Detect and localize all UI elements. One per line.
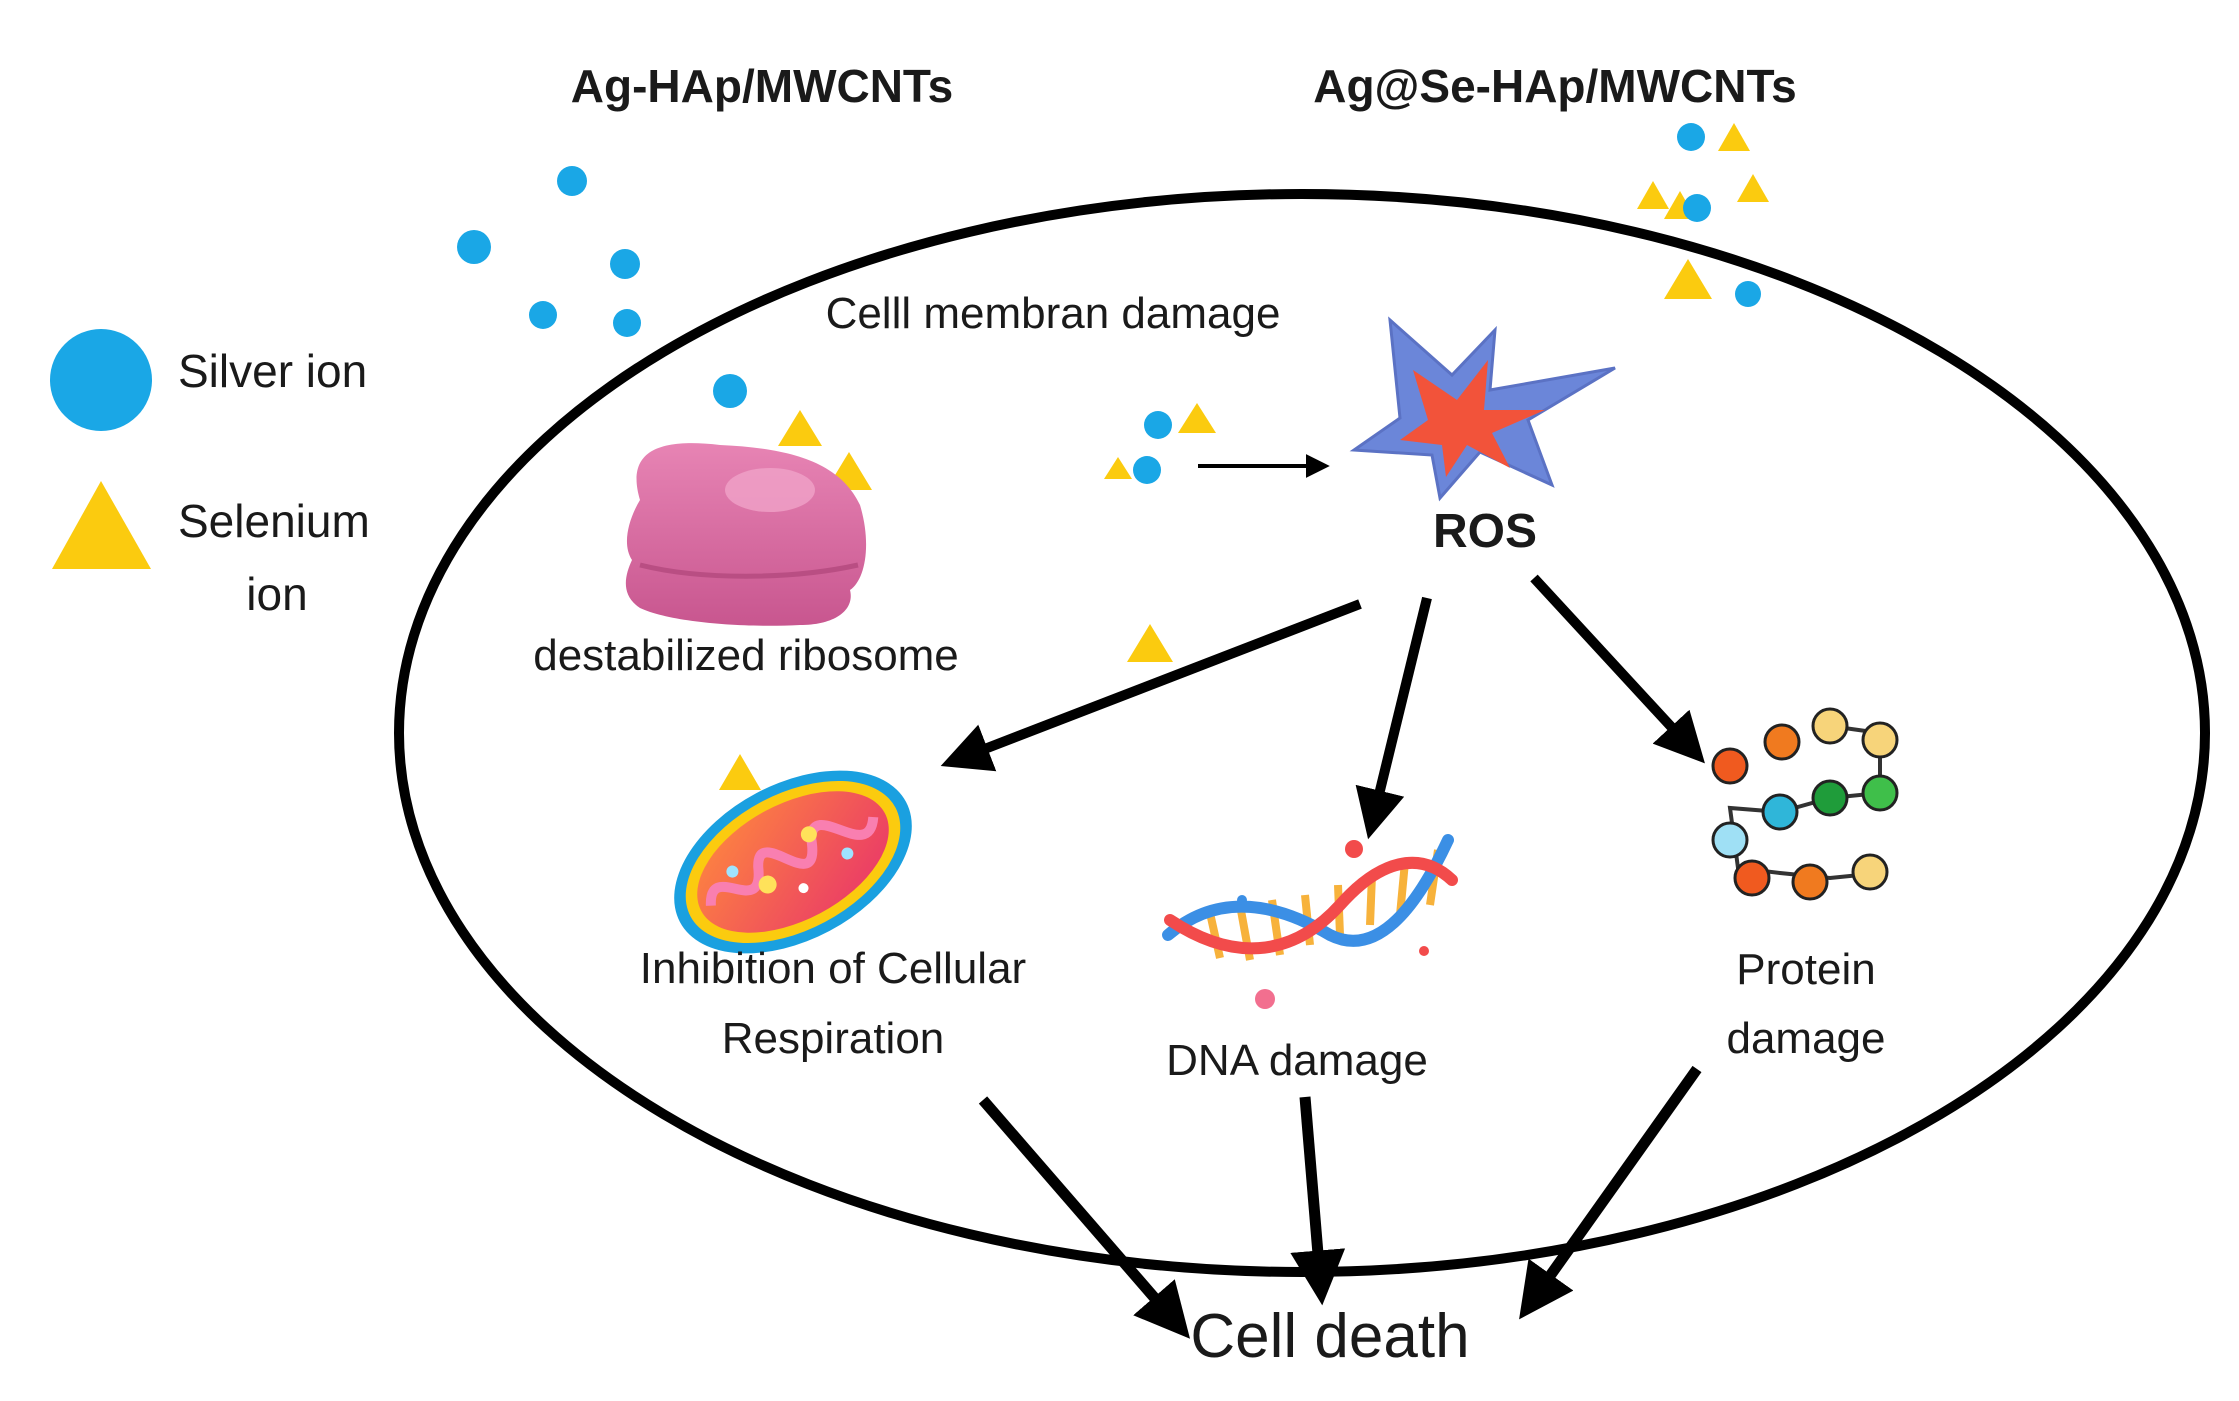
left-title: Ag-HAp/MWCNTs: [571, 60, 953, 112]
selenium-ion-icon: [778, 410, 822, 446]
selenium-ion-icon: [1178, 403, 1216, 433]
ros-burst-icon: [1349, 316, 1616, 502]
legend-silver-ion-icon: [50, 329, 152, 431]
protein-chain-icon: [1711, 707, 1899, 901]
membrane-damage-label: Celll membran damage: [826, 289, 1281, 338]
legend-selenium-ion-icon: [52, 481, 151, 569]
mito-label-line1: Inhibition of Cellular: [640, 944, 1026, 993]
mito-label-line2: Respiration: [722, 1014, 945, 1063]
selenium-ion-icon: [1637, 181, 1669, 209]
mitochondrion-icon: [674, 770, 912, 954]
selenium-ion-icon: [1664, 259, 1712, 299]
selenium-ion-icon: [1737, 174, 1769, 202]
legend: Silver ion Selenium ion: [50, 329, 370, 620]
legend-silver-label: Silver ion: [178, 345, 367, 397]
silver-ion-icon: [1144, 411, 1172, 439]
ros-to-mito-arrow: [940, 599, 1362, 772]
silver-ion-icon: [1133, 456, 1161, 484]
protein-to-death-arrow: [1519, 1065, 1702, 1320]
ros-to-dna-arrow: [1355, 596, 1432, 840]
silver-ion-icon: [457, 230, 491, 264]
silver-ions-left: [457, 166, 641, 337]
silver-ion-icon: [1677, 123, 1705, 151]
silver-ion-icon: [713, 374, 747, 408]
silver-ion-icon: [557, 166, 587, 196]
silver-ion-icon: [1735, 281, 1761, 307]
dna-icon: [1162, 834, 1458, 1009]
dna-to-death-arrow: [1290, 1096, 1346, 1306]
protein-label-line2: damage: [1726, 1014, 1885, 1063]
ribosome-label: destabilized ribosome: [533, 631, 959, 680]
mixed-ions-right: [1637, 123, 1769, 307]
ros-label: ROS: [1433, 505, 1537, 558]
cell-death-label: Cell death: [1190, 1302, 1469, 1371]
silver-ion-icon: [613, 309, 641, 337]
ribosome-icon: [625, 443, 867, 626]
selenium-ion-icon: [1127, 624, 1173, 662]
mito-to-death-arrow: [978, 1096, 1191, 1339]
selenium-ion-icon: [1104, 457, 1132, 479]
legend-selenium-label-line1: Selenium: [178, 495, 370, 547]
ros-to-protein-arrow: [1530, 574, 1705, 764]
silver-ion-icon: [1683, 194, 1711, 222]
selenium-ion-icon: [719, 754, 761, 790]
protein-label-line1: Protein: [1736, 945, 1875, 994]
right-title: Ag@Se-HAp/MWCNTs: [1313, 60, 1797, 112]
dna-label: DNA damage: [1166, 1036, 1428, 1085]
silver-ion-icon: [610, 249, 640, 279]
legend-selenium-label-line2: ion: [246, 568, 307, 620]
silver-ion-icon: [529, 301, 557, 329]
selenium-ion-icon: [1718, 123, 1750, 151]
